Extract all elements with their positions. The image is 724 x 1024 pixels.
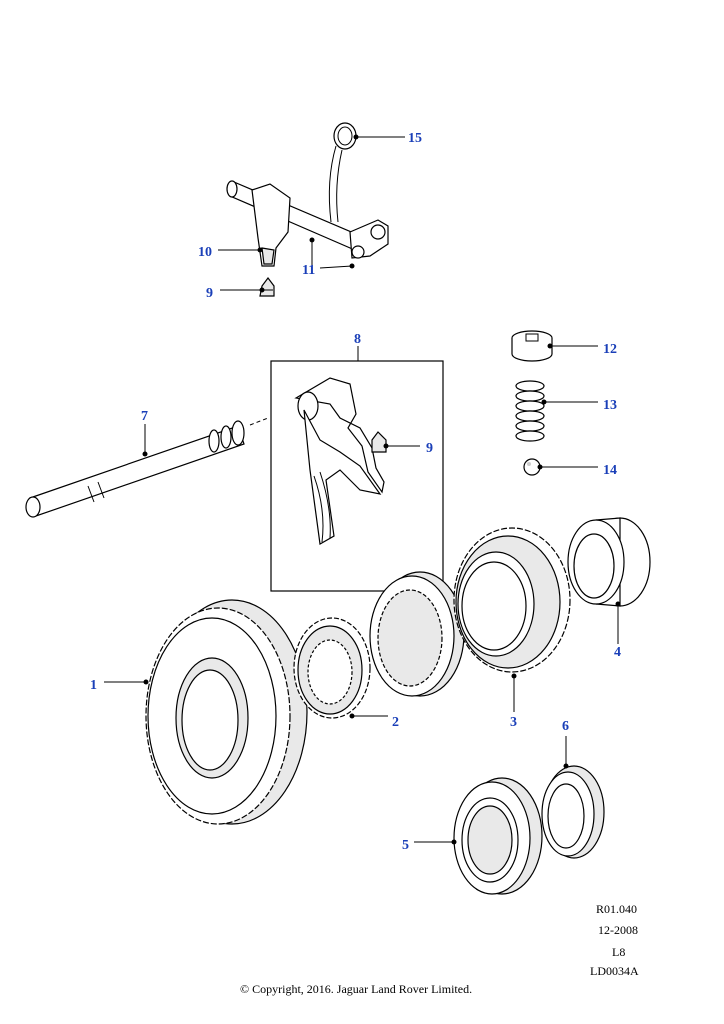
callout-13: 13 <box>603 398 617 413</box>
reference-drawing: LD0034A <box>590 964 639 978</box>
callout-12: 12 <box>603 342 617 357</box>
reference-model: L8 <box>612 945 625 959</box>
callout-9: 9 <box>206 286 213 301</box>
part-2-small-gear <box>293 617 371 719</box>
reference-code: R01.040 <box>596 902 637 916</box>
part-4-bearing-cup <box>567 517 651 607</box>
part-7-selector-rod <box>25 420 245 518</box>
callout-10: 10 <box>198 245 212 260</box>
callout-8: 8 <box>354 332 361 347</box>
callout-11: 11 <box>302 263 315 278</box>
part-8-group-box <box>270 360 444 592</box>
part-13-spring <box>515 380 545 442</box>
part-1-large-gear <box>145 599 308 825</box>
callout-5: 5 <box>402 838 409 853</box>
synchro-sleeve <box>369 571 465 697</box>
callout-14: 14 <box>603 463 617 478</box>
part-3-synchro-gear <box>453 527 571 673</box>
callout-1: 1 <box>90 678 97 693</box>
leader-lines <box>104 134 621 845</box>
callout-15: 15 <box>408 131 422 146</box>
part-11-selector-shaft <box>226 180 389 259</box>
part-8-selector-fork <box>294 377 385 545</box>
callout-7: 7 <box>141 409 148 424</box>
part-9-detent-plunger-top <box>259 277 275 297</box>
part-15-o-ring <box>328 122 357 223</box>
part-10-selector-fork-arm <box>251 183 291 267</box>
callout-4: 4 <box>614 645 621 660</box>
part-12-plug <box>511 330 553 362</box>
callout-2: 2 <box>392 715 399 730</box>
copyright-notice: © Copyright, 2016. Jaguar Land Rover Lim… <box>240 982 472 996</box>
part-5-bearing <box>453 777 543 895</box>
callout-9-box: 9 <box>426 441 433 456</box>
part-6-seal-ring <box>541 765 605 859</box>
reference-date: 12-2008 <box>598 923 638 937</box>
callout-3: 3 <box>510 715 517 730</box>
part-9-detent-plunger-box <box>371 431 387 453</box>
callout-6: 6 <box>562 719 569 734</box>
